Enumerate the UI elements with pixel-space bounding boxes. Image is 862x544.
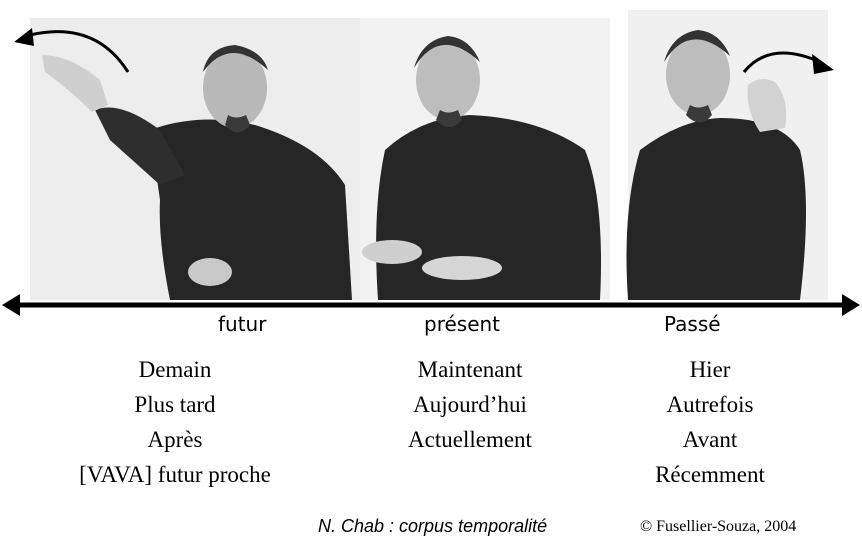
photo-future-sign	[14, 18, 370, 300]
futur-word: Demain	[138, 357, 212, 382]
passe-word: Avant	[682, 427, 738, 452]
timeline-axis	[2, 294, 860, 316]
copyright: © Fusellier-Souza, 2004	[640, 518, 797, 535]
caption: N. Chab : corpus temporalité	[318, 516, 548, 536]
passe-word: Récemment	[655, 462, 765, 487]
label-futur: futur	[218, 312, 267, 336]
present-word: Aujourd’hui	[413, 392, 527, 417]
present-word: Maintenant	[417, 357, 523, 382]
left-arrowhead	[2, 294, 20, 316]
photo-present-sign	[360, 18, 610, 300]
passe-word: Hier	[689, 357, 731, 382]
passe-word-list: Hier Autrefois Avant Récemment	[620, 352, 800, 492]
futur-word-list: Demain Plus tard Après [VAVA] futur proc…	[40, 352, 310, 492]
futur-word: Plus tard	[134, 392, 216, 417]
present-word: Actuellement	[408, 427, 532, 452]
label-passe: Passé	[664, 312, 721, 336]
photo-past-sign	[626, 10, 834, 300]
futur-word: [VAVA] futur proche	[79, 462, 271, 487]
right-arrowhead	[842, 294, 860, 316]
futur-word: Après	[147, 427, 203, 452]
label-present: présent	[424, 312, 501, 336]
signer-photos	[14, 10, 834, 300]
passe-word: Autrefois	[666, 392, 754, 417]
present-word-list: Maintenant Aujourd’hui Actuellement	[370, 352, 570, 457]
